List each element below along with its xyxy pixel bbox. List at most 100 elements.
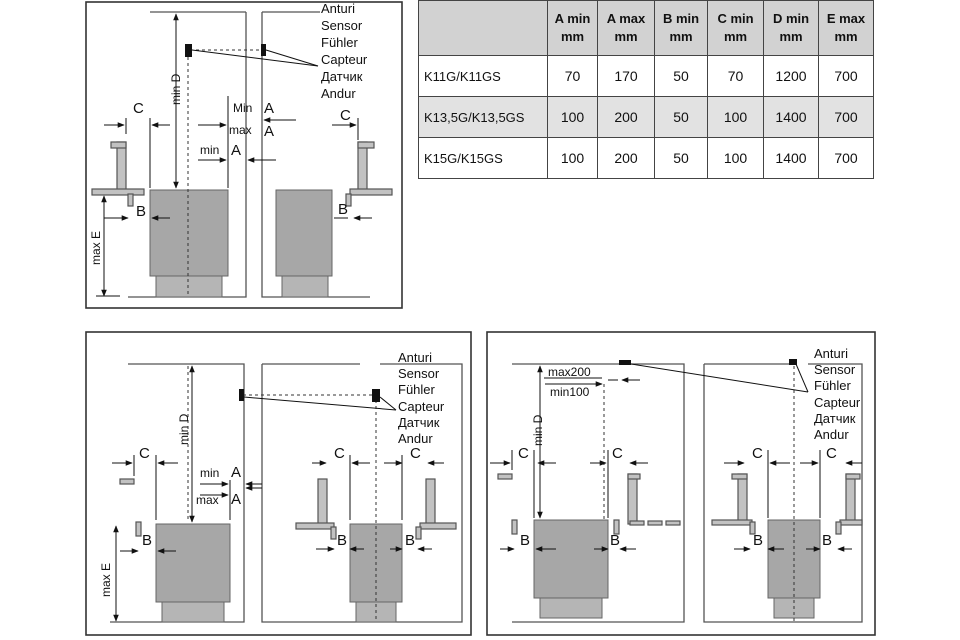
table-cell-model: K11G/K11GS <box>418 55 548 97</box>
label-c-br-2: C <box>612 445 623 462</box>
label-b-br-4: B <box>822 532 832 549</box>
table-cell-model: K13,5G/K13,5GS <box>418 96 548 138</box>
heater-bl-left <box>155 523 231 603</box>
svg-text:Датчик: Датчик <box>814 411 856 426</box>
sensor-tl-1 <box>185 44 192 57</box>
table-cell-d-min: 1400 <box>763 96 819 138</box>
label-max200: max200 <box>548 365 591 379</box>
table-cell-b-min: 50 <box>654 96 708 138</box>
table-cell-d-min: 1200 <box>763 55 819 97</box>
label-c-br-4: C <box>826 445 837 462</box>
svg-text:Fühler: Fühler <box>814 378 852 393</box>
svg-text:Fühler: Fühler <box>398 382 436 397</box>
label-a-bl-2: A <box>231 491 241 508</box>
table-cell-e-max: 700 <box>818 96 874 138</box>
label-min-d-br: min D <box>531 414 545 446</box>
svg-text:Andur: Andur <box>814 427 849 442</box>
guard-tl-right <box>357 141 368 193</box>
svg-text:Capteur: Capteur <box>814 395 861 410</box>
label-min-cap-tl: Min <box>233 101 252 115</box>
sensor-bl-2 <box>372 389 380 402</box>
sensor-labels-tl: Anturi Sensor Fühler Capteur Датчик Andu… <box>321 1 368 101</box>
svg-text:Capteur: Capteur <box>398 399 445 414</box>
label-c-br-3: C <box>752 445 763 462</box>
table-cell-a-min: 70 <box>547 55 598 97</box>
label-max-bl: max <box>196 493 219 507</box>
label-b-bl-left: B <box>142 532 152 549</box>
label-b-bl-right: B <box>405 532 415 549</box>
wall-right <box>261 12 370 298</box>
svg-text:Capteur: Capteur <box>321 52 368 67</box>
svg-text:Sensor: Sensor <box>814 362 856 377</box>
label-min-tl: min <box>200 143 219 157</box>
label-max-e-bl: max E <box>99 563 113 597</box>
table-cell-a-max: 170 <box>597 55 655 97</box>
table-cell-a-max: 200 <box>597 137 655 179</box>
table-cell-c-min: 70 <box>707 55 764 97</box>
label-b-tl-right: B <box>338 201 348 218</box>
sensor-br-2 <box>789 359 797 365</box>
label-b-br-3: B <box>753 532 763 549</box>
table-row: K13,5G/K13,5GS 100 200 50 100 1400 700 <box>418 96 874 138</box>
label-b-bl-mid: B <box>337 532 347 549</box>
table-cell-e-max: 700 <box>818 55 874 97</box>
label-min-d-bl: min D <box>177 413 191 445</box>
label-a-bl-1: A <box>231 464 241 481</box>
label-c-bl-mid: C <box>334 445 345 462</box>
svg-text:Датчик: Датчик <box>321 69 363 84</box>
label-c-bl-left: C <box>139 445 150 462</box>
table-cell-b-min: 50 <box>654 137 708 179</box>
label-b-br-1: B <box>520 532 530 549</box>
heater-tl-right <box>275 189 333 277</box>
label-b-br-2: B <box>610 532 620 549</box>
svg-text:Fühler: Fühler <box>321 35 359 50</box>
table-row: K11G/K11GS 70 170 50 70 1200 700 <box>418 55 874 97</box>
frame-bottom-right <box>486 331 876 636</box>
table-cell-d-min: 1400 <box>763 137 819 179</box>
table-row: K15G/K15GS 100 200 50 100 1400 700 <box>418 137 874 179</box>
svg-text:Датчик: Датчик <box>398 415 440 430</box>
frame-top-left <box>85 1 403 309</box>
label-max-e-tl: max E <box>89 231 103 265</box>
svg-text:Anturi: Anturi <box>398 350 432 365</box>
label-a-tl-3: A <box>231 142 241 159</box>
heater-base-tl-left <box>155 275 223 298</box>
label-a-tl-1: A <box>264 100 274 117</box>
label-min100: min100 <box>550 385 590 399</box>
svg-text:Andur: Andur <box>398 431 433 446</box>
table-header-model <box>418 0 548 56</box>
label-c-tl-right: C <box>340 107 351 124</box>
frame-bottom-left <box>85 331 472 636</box>
label-c-br-1: C <box>518 445 529 462</box>
label-c-bl-right: C <box>410 445 421 462</box>
label-c-tl-left: C <box>133 100 144 117</box>
table-cell-b-min: 50 <box>654 55 708 97</box>
table-cell-a-min: 100 <box>547 137 598 179</box>
heater-br-left <box>533 519 609 599</box>
guard-tl-left <box>116 141 127 193</box>
svg-text:Sensor: Sensor <box>321 18 363 33</box>
svg-text:Anturi: Anturi <box>814 346 848 361</box>
label-min-bl: min <box>200 466 219 480</box>
svg-text:Andur: Andur <box>321 86 356 101</box>
table-cell-c-min: 100 <box>707 137 764 179</box>
label-b-tl-left: B <box>136 203 146 220</box>
heater-tl-left <box>149 189 229 277</box>
sensor-labels-bl: Anturi Sensor Fühler Capteur Датчик Andu… <box>398 350 445 446</box>
table-cell-a-max: 200 <box>597 96 655 138</box>
table-cell-a-min: 100 <box>547 96 598 138</box>
svg-text:Anturi: Anturi <box>321 1 355 16</box>
sensor-tl-2 <box>261 44 266 56</box>
table-cell-e-max: 700 <box>818 137 874 179</box>
svg-text:Sensor: Sensor <box>398 366 440 381</box>
sensor-br-1 <box>619 360 631 365</box>
table-cell-model: K15G/K15GS <box>418 137 548 179</box>
